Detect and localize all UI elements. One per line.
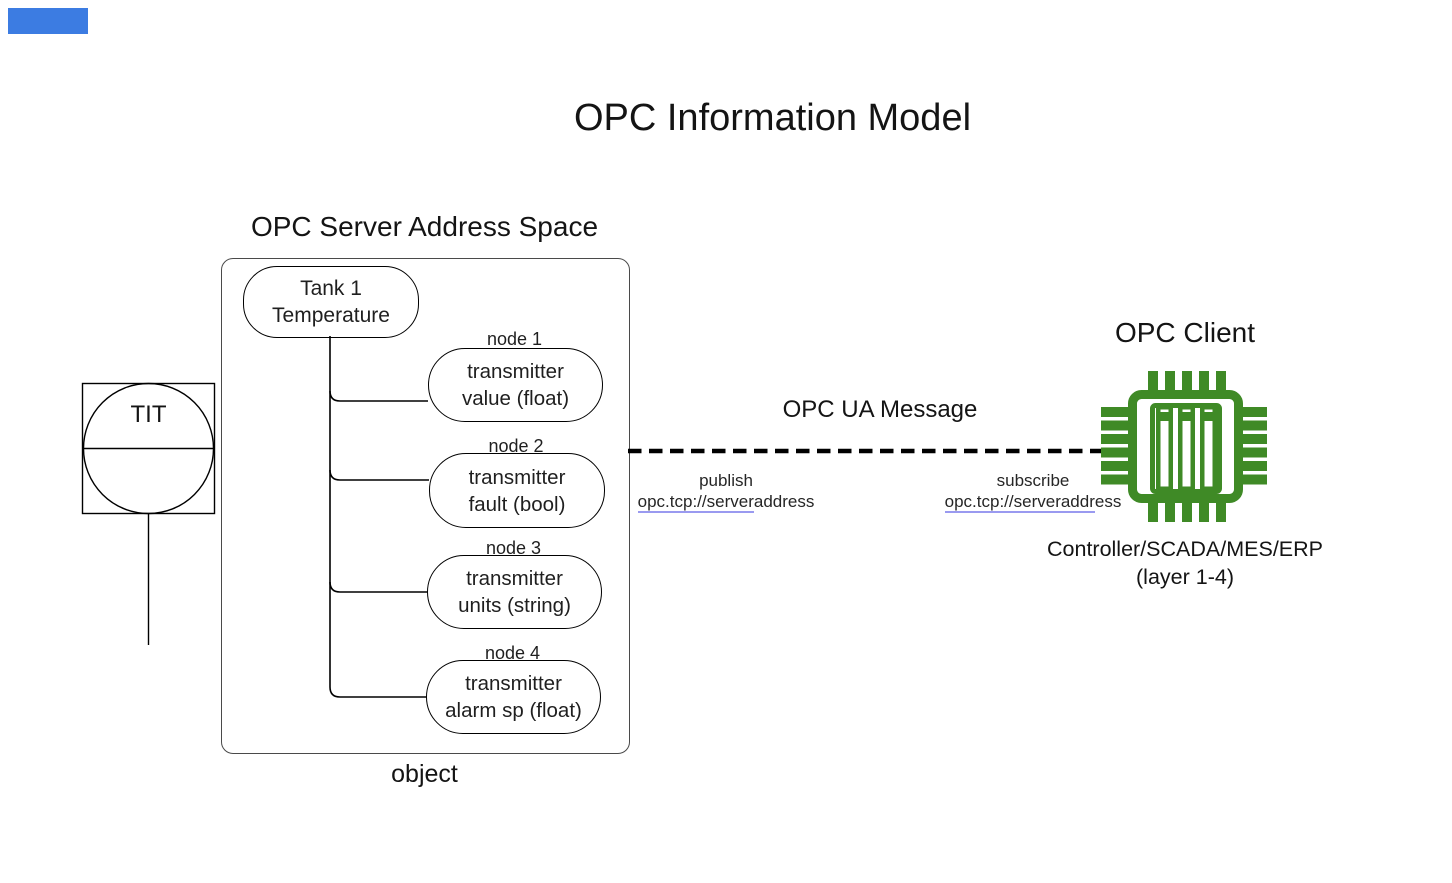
node3-line1: transmitter xyxy=(466,567,563,590)
publish-url-rest: address xyxy=(753,491,815,511)
subscribe-action-label: subscribe xyxy=(996,471,1070,490)
subscribe-endpoint-group: subscribe opc.tcp://serveraddress xyxy=(923,471,1143,513)
subscribe-url-link[interactable]: opc.tcp://serveraddr xyxy=(944,491,1095,513)
opc-client-heading: OPC Client xyxy=(1114,317,1256,348)
node4-label: node 4 xyxy=(484,643,541,663)
publish-url: opc.tcp://serveraddress xyxy=(616,491,836,513)
instrument-tag-label: TIT xyxy=(130,401,167,428)
node4-line1: transmitter xyxy=(465,672,562,695)
publish-endpoint-group: publish opc.tcp://serveraddress xyxy=(616,471,836,513)
node2-line1: transmitter xyxy=(468,465,566,489)
node2-label: node 2 xyxy=(488,436,544,456)
tank-node-line2: Temperature xyxy=(272,304,390,327)
publish-action-label: publish xyxy=(699,471,753,490)
client-caption: Controller/SCADA/MES/ERP (layer 1-4) xyxy=(1010,535,1360,591)
node1-bubble: transmitter value (float) xyxy=(428,348,603,422)
subscribe-url: opc.tcp://serveraddress xyxy=(923,491,1143,513)
node3-line2: units (string) xyxy=(458,594,571,617)
object-caption: object xyxy=(391,760,458,788)
opc-ua-message-label: OPC UA Message xyxy=(782,396,978,423)
diagram-title: OPC Information Model xyxy=(573,97,972,139)
node4-bubble: transmitter alarm sp (float) xyxy=(426,660,601,734)
node3-label: node 3 xyxy=(485,538,542,558)
corner-accent-bar xyxy=(8,8,88,34)
subscribe-url-rest: ess xyxy=(1094,491,1122,511)
node2-line2: fault (bool) xyxy=(468,492,566,516)
server-address-space-heading: OPC Server Address Space xyxy=(250,211,599,242)
client-caption-line1: Controller/SCADA/MES/ERP xyxy=(1047,537,1323,561)
node2-bubble: transmitter fault (bool) xyxy=(429,453,605,528)
tank-node-line1: Tank 1 xyxy=(300,277,362,300)
tank-temperature-node: Tank 1 Temperature xyxy=(243,266,419,338)
client-caption-line2: (layer 1-4) xyxy=(1136,565,1234,589)
node4-line2: alarm sp (float) xyxy=(445,699,582,722)
node1-line1: transmitter xyxy=(467,360,564,383)
publish-url-link[interactable]: opc.tcp://server xyxy=(637,491,754,513)
node3-bubble: transmitter units (string) xyxy=(427,555,602,629)
node1-label: node 1 xyxy=(486,329,543,349)
node1-line2: value (float) xyxy=(461,387,570,410)
